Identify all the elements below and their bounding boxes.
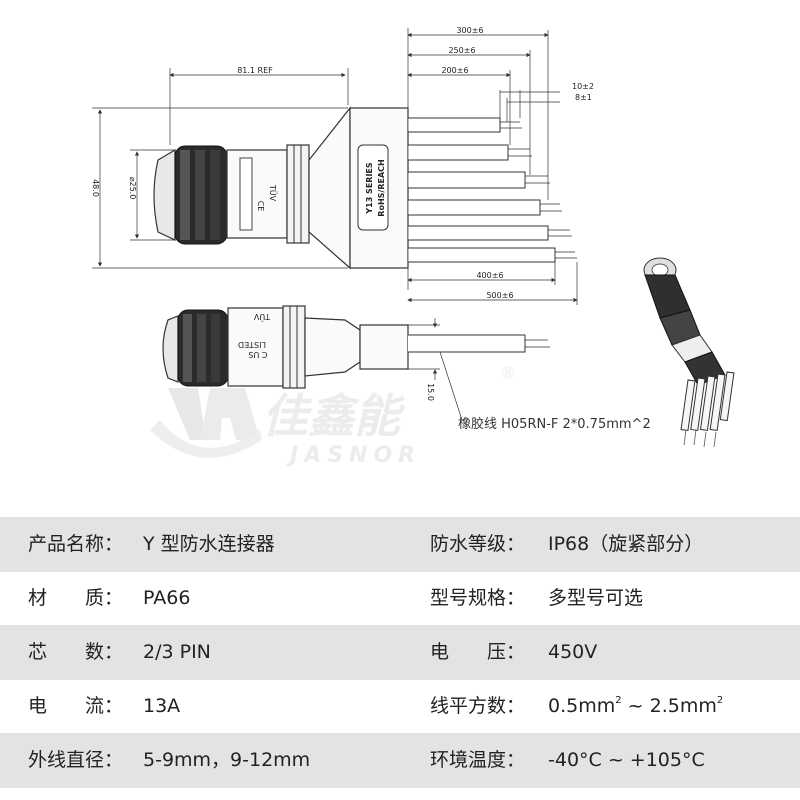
tuv-mark-side: TÜV — [253, 312, 271, 322]
watermark-brand-cn: 佳鑫能 — [262, 389, 406, 443]
spec-label: 产品名称： — [28, 533, 124, 555]
spec-table: 产品名称： Y 型防水连接器 防水等级： IP68（旋紧部分） 材 质： PA6… — [0, 512, 800, 800]
spec-label: 电 压： — [430, 641, 526, 663]
spec-label: 防水等级： — [430, 533, 526, 555]
spec-value: 5-9mm，9-12mm — [143, 749, 311, 771]
spec-value: Y 型防水连接器 — [143, 533, 275, 555]
ce-mark: CE — [256, 201, 265, 212]
dim-8: 8±1 — [575, 93, 592, 102]
dim-ref: 81.1 REF — [237, 66, 273, 75]
dim-400: 400±6 — [476, 271, 503, 280]
spec-row: 材 质： PA66 型号规格： 多型号可选 — [0, 571, 800, 626]
dim-diameter: ⌀25.0 — [128, 177, 137, 200]
spec-value: 13A — [143, 695, 181, 717]
watermark-reg: ® — [500, 363, 516, 382]
spec-row: 电 流： 13A 线平方数： 0.5mm2 ~ 2.5mm2 — [0, 679, 800, 734]
spec-label: 材 质： — [28, 587, 124, 609]
dim-height: 48.0 — [91, 179, 100, 197]
listed-mark: LISTED — [238, 340, 266, 349]
spec-label: 芯 数： — [28, 641, 124, 663]
spec-row: 外线直径： 5-9mm，9-12mm 环境温度： -40°C ~ +105°C — [0, 733, 800, 788]
spec-label: 环境温度： — [430, 749, 526, 771]
technical-drawing: 佳鑫能 JASNOR ® TÜV CE Y13 SERIES RoHS/REAC… — [91, 26, 735, 468]
spec-value: PA66 — [143, 587, 191, 609]
spec-row: 芯 数： 2/3 PIN 电 压： 450V — [0, 625, 800, 680]
dim-250: 250±6 — [448, 46, 475, 55]
dim-500: 500±6 — [486, 291, 513, 300]
dimension-lines — [92, 28, 578, 305]
spec-row: 产品名称： Y 型防水连接器 防水等级： IP68（旋紧部分） — [0, 517, 800, 572]
rohs-label: RoHS/REACH — [377, 159, 386, 216]
tuv-mark: TÜV — [268, 184, 278, 202]
side-view-connector: LISTED C US TÜV — [162, 305, 550, 389]
spec-label: 线平方数： — [430, 695, 526, 717]
spec-value: 多型号可选 — [548, 587, 644, 609]
spec-label: 型号规格： — [430, 587, 526, 609]
cable-spec: 橡胶线 H05RN-F 2*0.75mm^2 — [458, 416, 651, 432]
spec-label: 电 流： — [28, 695, 124, 717]
perspective-view — [643, 257, 735, 448]
dim-10: 10±2 — [572, 82, 594, 91]
spec-value: IP68（旋紧部分） — [548, 533, 704, 555]
series-label: Y13 SERIES — [365, 162, 374, 215]
watermark-brand-en: JASNOR — [286, 443, 421, 468]
spec-value: 0.5mm2 ~ 2.5mm2 — [548, 694, 724, 717]
dim-300: 300±6 — [456, 26, 483, 35]
dim-200: 200±6 — [441, 66, 468, 75]
dim-wire: 15.0 — [426, 383, 435, 401]
spec-label: 外线直径： — [28, 749, 124, 771]
spec-value: 2/3 PIN — [143, 641, 211, 663]
watermark: 佳鑫能 JASNOR ® — [150, 363, 516, 468]
spec-value: 450V — [548, 641, 598, 663]
jasnor-logo-icon — [150, 388, 262, 458]
spec-value: -40°C ~ +105°C — [548, 749, 705, 771]
cus-mark: C US — [248, 350, 267, 359]
top-view-connector: TÜV CE Y13 SERIES RoHS/REACH — [153, 106, 577, 270]
